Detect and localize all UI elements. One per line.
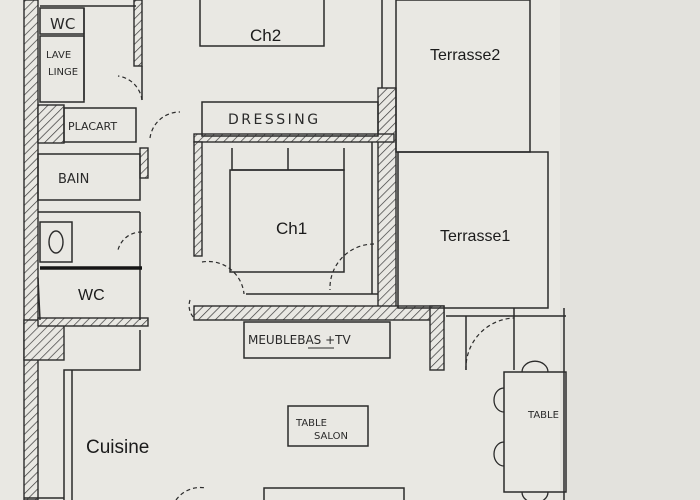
door-swing-lave-linge (117, 75, 143, 101)
chair-left-top (493, 387, 505, 413)
dressing-box (201, 101, 379, 137)
dining-table-box (503, 371, 567, 493)
bain-box (37, 153, 141, 201)
door-swing-ch1-right (329, 243, 375, 291)
wall-salon-pillar (429, 305, 445, 371)
door-swing-ch1-left (201, 260, 245, 295)
wall-wc-bottom (37, 317, 149, 327)
wall-ch1-right (377, 87, 397, 311)
door-swing-bain (117, 231, 143, 251)
kitchen-counter (63, 330, 141, 500)
label-dining-table: TABLE (527, 410, 559, 421)
label-placard: PLACART (68, 120, 117, 133)
room-outlines (24, 0, 567, 500)
label-lave-linge-line1: LAVE (46, 50, 71, 61)
label-bain: BAIN (58, 172, 89, 187)
label-terrasse2: Terrasse2 (430, 47, 500, 64)
ch2-wardrobe (199, 0, 325, 47)
terrasse1-box (397, 151, 549, 309)
table-salon-box (287, 405, 369, 447)
door-swings (117, 75, 515, 500)
meuble-tv-box (243, 321, 391, 359)
label-table-salon-line2: SALON (314, 431, 348, 442)
label-ch2: Ch2 (250, 26, 281, 45)
label-wc-top: WC (50, 15, 75, 33)
paper-right-shadow (560, 0, 700, 500)
wall-ch1-top (193, 133, 395, 143)
chair-top (521, 360, 549, 373)
toilet-bowl-icon (48, 230, 64, 254)
wall-wc-top-right (133, 0, 143, 67)
chair-left-bottom (493, 441, 505, 467)
wall-ch1-left (193, 141, 203, 257)
wall-center-pillar (139, 147, 149, 179)
label-terrasse1: Terrasse1 (440, 228, 510, 245)
door-swing-wc-bottom (188, 299, 195, 319)
wall-left-inner-top (37, 104, 65, 144)
door-swing-entry (175, 486, 207, 500)
label-ch1: Ch1 (276, 219, 307, 238)
chair-bottom (521, 491, 549, 500)
wall-left-outer (23, 0, 39, 500)
wc-bottom-left-wall (37, 277, 41, 321)
placard-box (63, 107, 137, 143)
label-cuisine: Cuisine (86, 437, 149, 458)
door-swing-dressing (149, 111, 181, 139)
door-swing-terrace (465, 317, 515, 371)
hatched-walls (23, 0, 445, 500)
toilet-symbol (39, 221, 73, 263)
label-table-salon-line1: TABLE (295, 418, 327, 429)
label-dressing: DRESSING (228, 112, 321, 128)
salon-sofa-bottom (263, 487, 405, 500)
label-lave-linge-line2: LINGE (48, 67, 78, 78)
label-wc-bottom: WC (78, 287, 105, 304)
label-meuble-tv: MEUBLEBAS +TV (248, 333, 351, 347)
dining-chairs (493, 360, 549, 500)
